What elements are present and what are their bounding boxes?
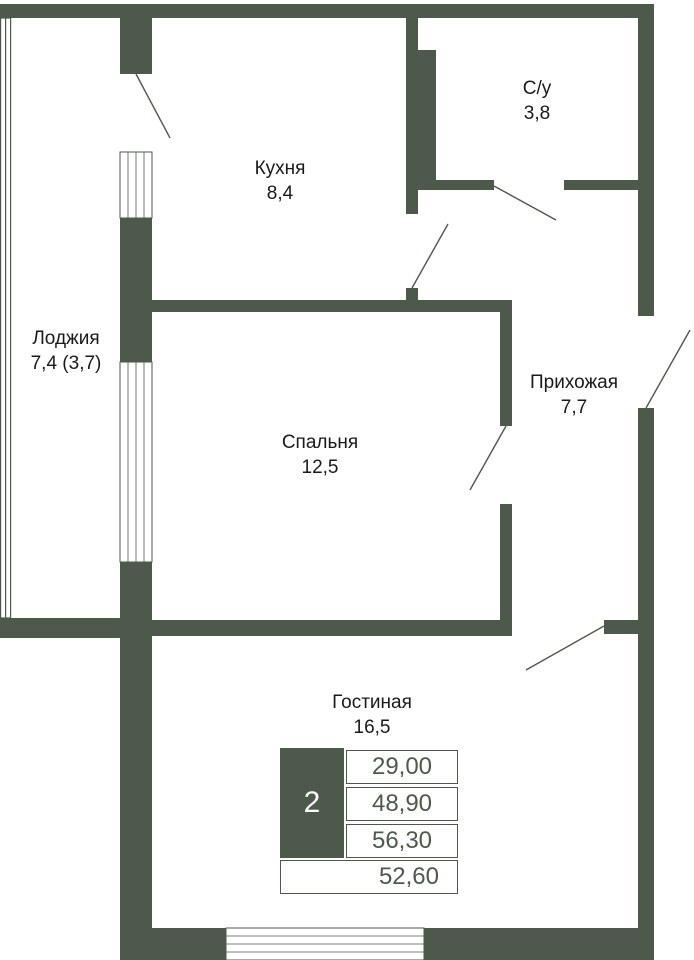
- room-name: Лоджия: [32, 328, 100, 349]
- area-summary: 2 29,00 48,90 56,30 52,60: [280, 748, 460, 896]
- room-loggia: Лоджия 7,4 (3,7): [31, 326, 102, 376]
- room-living: Гостиная 16,5: [332, 690, 412, 740]
- wall-living-left: [120, 618, 152, 960]
- wall-kitchen-bath: [406, 4, 418, 214]
- loggia-frame: [0, 17, 12, 619]
- wall-kitchen-bedroom: [152, 300, 512, 312]
- room-area: 8,4: [266, 183, 294, 204]
- room-name: С/у: [522, 78, 552, 99]
- door-kitchen: [411, 223, 449, 289]
- living-area-cell: 29,00: [346, 750, 458, 784]
- room-hallway: Прихожая 7,7: [530, 370, 618, 420]
- walls: [0, 4, 654, 960]
- wall-bedroom-right-upper: [500, 300, 512, 426]
- room-kitchen: Кухня 8,4: [255, 156, 306, 206]
- door-loggia: [135, 73, 171, 139]
- room-bathroom: С/у 3,8: [523, 76, 552, 126]
- wall-living-stub: [604, 620, 654, 634]
- room-name: Спальня: [281, 432, 359, 453]
- wall-top: [0, 4, 640, 18]
- room-bedroom: Спальня 12,5: [282, 430, 358, 480]
- area-cell-3: 56,30: [346, 824, 458, 858]
- window-mullions: [127, 152, 424, 953]
- rooms-count-badge: 2: [280, 748, 344, 858]
- wall-bottom-left: [120, 928, 226, 960]
- room-area: 12,5: [301, 457, 339, 478]
- door-bedroom: [469, 425, 507, 491]
- wall-loggia-mid: [120, 218, 152, 362]
- room-name: Гостиная: [332, 692, 412, 713]
- wall-bottom-right: [424, 928, 654, 960]
- wall-bedroom-right-lower: [500, 504, 512, 636]
- wall-stub-kitchen-top: [120, 4, 152, 74]
- wall-loggia-bottom: [0, 618, 152, 638]
- wall-right-lower: [638, 408, 654, 960]
- room-name: Прихожая: [529, 372, 619, 393]
- total-area-cell: 52,60: [280, 860, 458, 894]
- room-area: 7,7: [560, 397, 588, 418]
- wall-bath-thick: [418, 50, 436, 190]
- door-bathroom: [493, 185, 557, 221]
- room-name: Кухня: [254, 158, 306, 179]
- door-entrance: [645, 329, 691, 409]
- area-cell-2: 48,90: [346, 787, 458, 821]
- doors: [135, 73, 691, 671]
- room-area: 7,4 (3,7): [30, 353, 102, 374]
- room-area: 3,8: [523, 103, 551, 124]
- wall-post-kitchen: [406, 288, 418, 302]
- wall-bath-bottom-a: [406, 180, 494, 190]
- wall-right-upper: [638, 4, 654, 316]
- wall-bath-bottom-b: [564, 180, 640, 190]
- door-living: [525, 625, 605, 671]
- wall-bedroom-bottom: [152, 620, 512, 636]
- room-area: 16,5: [353, 717, 391, 738]
